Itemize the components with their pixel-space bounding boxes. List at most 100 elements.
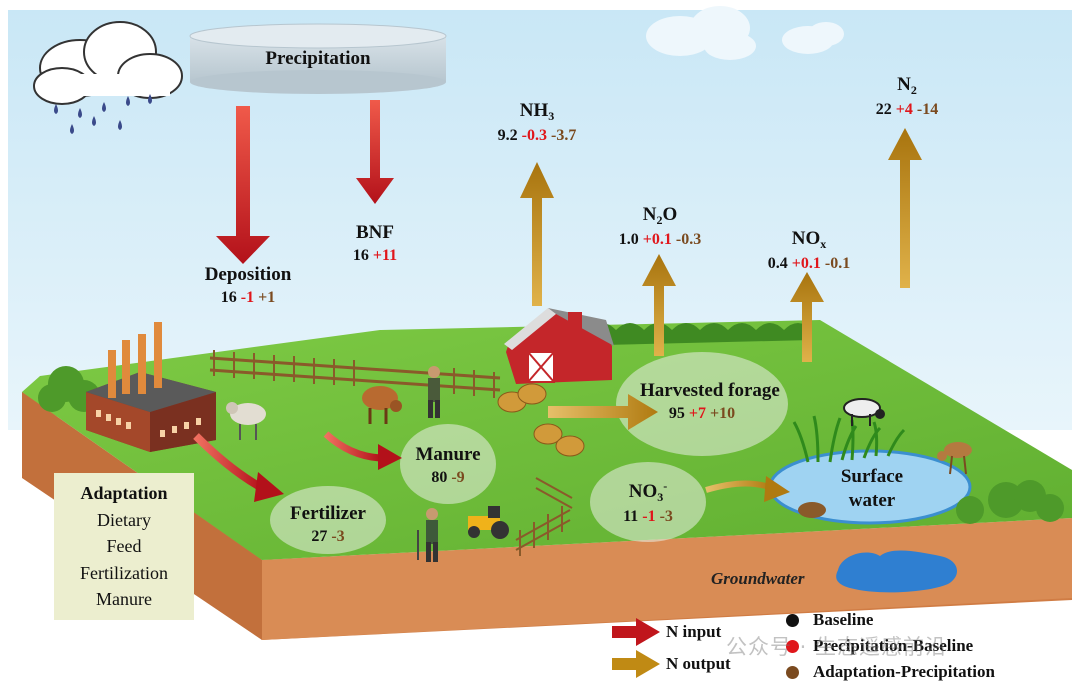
precipitation-gauge [189,23,447,94]
soil-right [262,518,1072,640]
legend: N input N output Baseline Precipitation-… [610,608,1070,688]
adaptation-item-fertilization: Fertilization [80,562,168,583]
fertilizer-title: Fertilizer [290,503,366,524]
legend-n-input: N input [666,622,722,641]
nox-title: NO [791,228,821,249]
manure-arrow [323,431,381,462]
nh3-label: NH3 9.2 -0.3 -3.7 [497,100,577,144]
n2-label: N2 22 +4 -14 [875,74,939,118]
fertilizer-arrow [193,433,264,492]
n2-baseline: 22 [875,100,892,118]
sheep-icon [226,402,266,440]
legend-n-output: N output [666,654,731,673]
adapt-precip-dot-icon [786,665,799,679]
manure-title: Manure [415,444,481,465]
cow-icon [362,386,402,424]
forage-label: Harvested forage 95 +7 +10 [640,380,780,423]
n2o-title: N [642,204,657,225]
nh3-precip: -0.3 [521,126,547,144]
nox-label: NOx 0.4 +0.1 -0.1 [767,228,851,272]
n2o-adapt: -0.3 [675,230,702,248]
adaptation-title: Adaptation [80,483,168,503]
factory-icon [86,322,216,452]
watermark: 公众号 · 生态遥感前沿 [726,635,948,659]
legend-adapt-precip: Adaptation-Precipitation [786,662,995,682]
farmer-icon [428,366,440,418]
bnf-baseline: 16 [352,246,369,264]
no3-title: NO [628,481,658,502]
fertilizer-bubble [270,486,386,554]
farmer-shovel-icon [417,508,438,562]
deer-icon [937,442,972,475]
bnf-arrow [356,100,394,204]
legend-baseline: Baseline [786,610,873,630]
forage-title: Harvested forage [640,380,780,401]
small-fence-icon [515,477,573,556]
legend-input-arrow-icon [612,618,660,646]
legend-output-arrow-icon [612,650,660,678]
nh3-arrow [520,162,554,306]
no3-baseline: 11 [623,507,639,525]
deposition-title: Deposition [204,264,292,285]
barn-icon [504,308,614,384]
nox-baseline: 0.4 [767,254,788,272]
nh3-baseline: 9.2 [497,126,518,144]
manure-arrowhead [378,444,402,470]
cloud-icon [646,6,844,60]
n2-adapt: -14 [916,100,939,118]
n2o-arrow [642,254,676,356]
groundwater-pond [836,550,958,593]
hedge-icon [560,323,812,346]
nox-adapt: -0.1 [824,254,851,272]
baseline-dot-icon [786,613,799,627]
manure-baseline: 80 [431,468,448,486]
bnf-label: BNF 16 +11 [330,222,420,265]
forage-arrow [548,394,658,430]
legend-precip-baseline: Precipitation-Baseline [786,636,973,656]
forage-adapt: +10 [710,404,736,422]
adaptation-box: Adaptation Dietary Feed Fertilization Ma… [54,473,194,620]
nox-precip: +0.1 [791,254,821,272]
deposition-adapt: +1 [258,288,276,306]
deposition-arrow [216,106,270,264]
precipitation-label: Precipitation [265,48,371,69]
manure-label: Manure 80 -9 [406,444,490,487]
fence-icon [209,350,501,398]
manure-adapt: -9 [451,468,465,486]
bnf-precip: +11 [372,246,398,264]
adaptation-item-manure: Manure [96,589,152,609]
no3-precip: -1 [642,507,656,525]
nh3-adapt: -3.7 [551,126,577,144]
hay-bales-icon [497,383,585,457]
surface-water-label: Surface water [840,466,904,511]
zebra-icon [843,398,885,426]
nox-arrow [790,272,824,362]
n2o-precip: +0.1 [642,230,672,248]
no3-arrowhead [764,476,790,502]
forage-precip: +7 [688,404,706,422]
adaptation-item-feed: Feed [106,536,142,556]
nh3-title: NH [519,100,549,121]
deposition-precip: -1 [240,288,255,306]
forage-bubble [616,352,788,456]
manure-bubble [400,424,496,504]
fertilizer-adapt: -3 [331,527,345,545]
n2o-baseline: 1.0 [618,230,639,248]
n2o-label: N2O 1.0 +0.1 -0.3 [618,204,702,248]
rain-cloud-icon [33,21,183,134]
adaptation-item-dietary: Dietary [97,509,151,530]
fertilizer-arrowhead [254,472,284,502]
no3-adapt: -3 [659,507,673,525]
bnf-title: BNF [356,222,394,243]
fertilizer-label: Fertilizer 27 -3 [278,503,378,546]
deposition-baseline: 16 [220,288,237,306]
bush-right-icon [956,480,1064,524]
turtle-icon [798,502,826,518]
no3-label: NO3- 11 -1 -3 [623,479,673,525]
deposition-label: Deposition 16 -1 +1 [188,264,308,307]
n2-precip: +4 [895,100,913,118]
n2-title: N [897,74,911,95]
no3-bubble [590,462,706,542]
tractor-icon [468,506,509,539]
